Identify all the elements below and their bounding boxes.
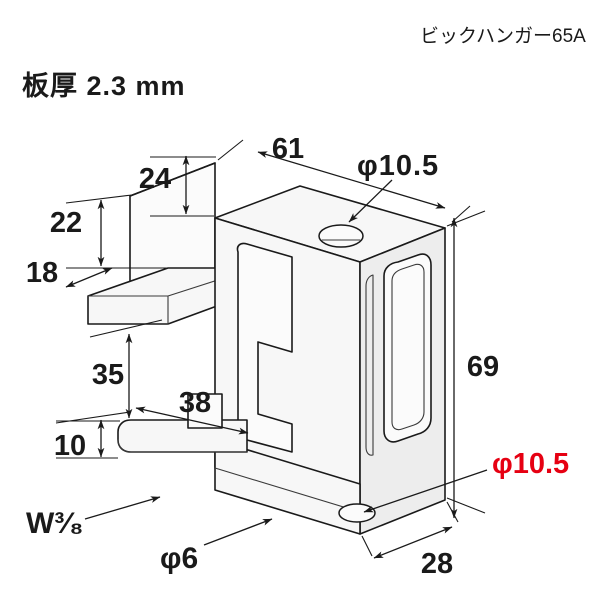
- top-face-hole: [318, 224, 364, 248]
- dimline-28: [373, 526, 453, 559]
- ext-28-left: [361, 535, 373, 557]
- dim-label-28: 28: [421, 548, 453, 580]
- lower-front-tab-edge: [117, 439, 248, 453]
- ext-35-top: [89, 319, 163, 338]
- leader-phi105-top: [348, 179, 393, 223]
- text-labels: ビックハンガー65A 板厚 2.3 mm 61 24 22 18 35 38 1…: [22, 25, 586, 580]
- callout-label-phi6: φ6: [160, 542, 198, 575]
- dimension-annotations: [55, 139, 486, 559]
- thickness-note: 板厚 2.3 mm: [22, 71, 186, 101]
- leader-phi6: [203, 518, 273, 546]
- product-title: ビックハンガー65A: [420, 25, 586, 47]
- dim-label-35: 35: [92, 359, 124, 391]
- dimline-18: [65, 267, 113, 288]
- right-face-long-slot: [383, 253, 432, 443]
- dim-label-38: 38: [179, 387, 211, 419]
- callout-label-w38: W³⁄₈: [26, 507, 83, 540]
- leader-phi105-bottom: [363, 469, 488, 513]
- callout-leaders: [84, 179, 488, 546]
- bottom-face-hole: [338, 503, 376, 523]
- right-face-relief-slot: [365, 274, 374, 456]
- ext-22-top: [65, 194, 133, 204]
- lower-front-tab: [117, 419, 248, 453]
- bottom-foot-fold: [214, 467, 361, 513]
- right-face-long-slot-inner: [391, 263, 425, 431]
- leader-w38: [84, 496, 161, 520]
- ext-28-right: [446, 501, 459, 523]
- dim-label-10: 10: [54, 430, 86, 462]
- dim-label-22: 22: [50, 207, 82, 239]
- dim-label-24: 24: [139, 163, 171, 195]
- ext-69-bottom: [446, 497, 486, 514]
- callout-label-phi105-bottom: φ10.5: [492, 448, 569, 480]
- back-fin-top-edge: [129, 162, 216, 197]
- dim-label-61: 61: [272, 133, 304, 165]
- dim-label-69: 69: [467, 351, 499, 383]
- ext-61-right: [451, 205, 471, 223]
- ext-61-left: [217, 139, 244, 161]
- dimline-61: [257, 151, 446, 209]
- bracket-body: [87, 162, 446, 535]
- dimline-38: [135, 406, 249, 435]
- bottom-foot-face: [214, 439, 361, 535]
- callout-label-phi105-top: φ10.5: [357, 150, 439, 182]
- ext-69-top: [446, 210, 486, 227]
- dim-label-18: 18: [26, 257, 58, 289]
